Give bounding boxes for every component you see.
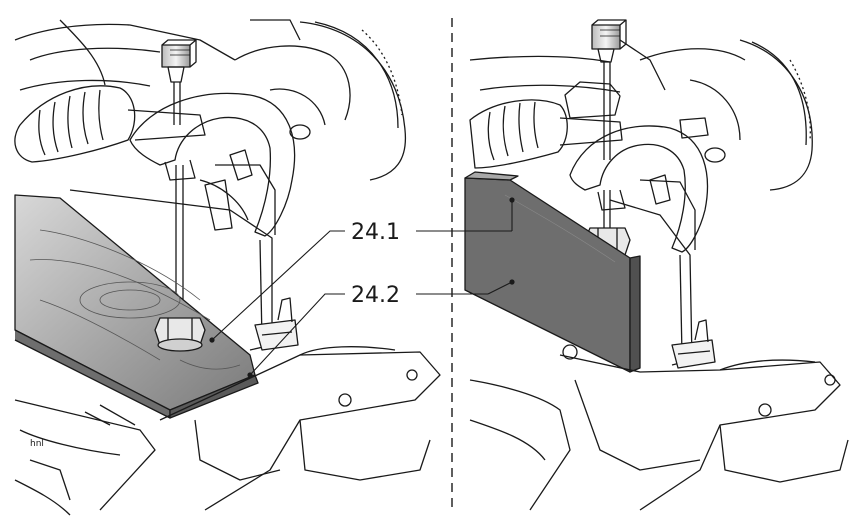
blade-guard [234,19,407,181]
workpiece-wood-right [464,171,641,373]
upper-arm [14,19,236,91]
clamp-rod-right [603,62,611,228]
clamp-body-right [569,125,708,253]
saw-handle [14,85,206,163]
callout-24-1-label: 24.1 [351,220,400,245]
callout-24-2-leader-left [249,293,345,376]
clamp-knob-top-right [591,19,627,63]
callout-24-2-label: 24.2 [351,283,400,308]
clamp-knob-top [161,39,197,83]
clamp-body [129,92,296,237]
saw-base-right [469,344,849,511]
workpiece-wood-left [14,194,259,419]
scale-mark: hnl [30,439,44,449]
blade-guard-right [639,39,813,191]
left-panel: hnl [14,19,441,516]
callout-24-2: 24.2 [247,279,515,378]
clamp-foot-left [154,317,206,352]
callout-24-2-dot-right [509,279,515,285]
upper-arm-right [469,39,666,119]
callout-24-2-dot-left [247,372,253,378]
right-panel [464,19,849,511]
fence-clip-right [671,319,716,369]
saw-handle-right [469,99,623,169]
callout-24-1: 24.1 [209,197,515,343]
fence-clip-left [254,297,299,351]
callout-24-1-leader-left [211,230,345,341]
callout-24-1-dot-left [209,337,215,343]
saw-base-left: hnl [14,346,441,516]
callout-24-1-dot-right [509,197,515,203]
